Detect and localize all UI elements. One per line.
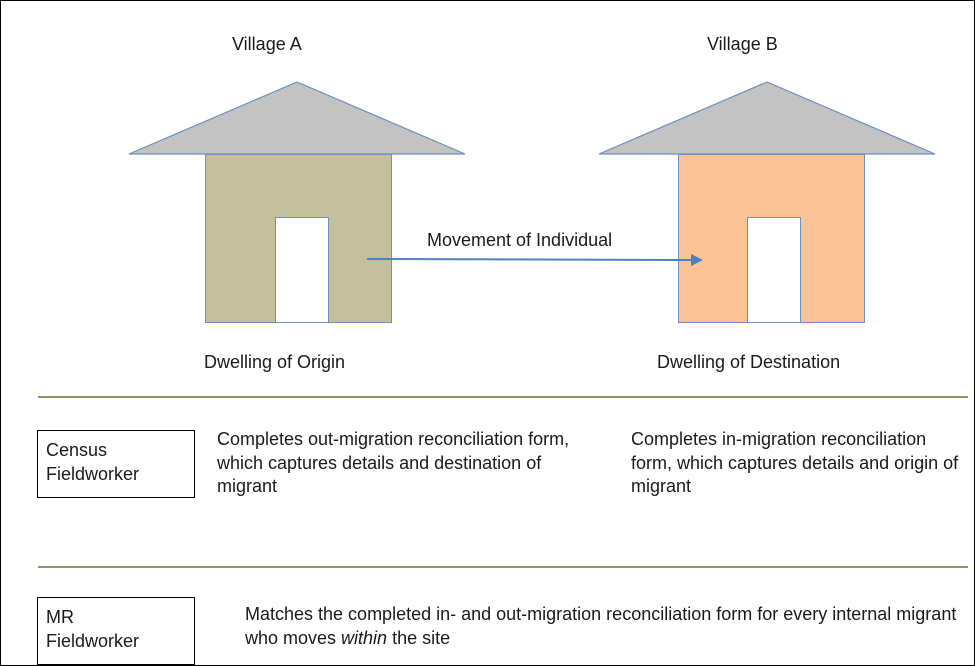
mr-description-text: Matches the completed in- and out-migrat… [245, 604, 957, 648]
origin-dwelling-label: Dwelling of Origin [204, 352, 346, 372]
origin-house-door [275, 217, 329, 323]
mr-fieldworker-box: MR Fieldworker [37, 597, 195, 665]
mr-role-line1: MR [46, 607, 74, 627]
mr-description-emphasis: within [341, 627, 388, 648]
movement-arrow [366, 254, 703, 266]
census-role-line2: Fieldworker [46, 463, 140, 484]
village-a-label: Village A [232, 34, 302, 54]
origin-house-roof [128, 81, 466, 155]
mr-description: Matches the completed in- and out-migrat… [245, 603, 960, 650]
destination-house-roof [598, 81, 936, 155]
divider-top [38, 396, 968, 398]
census-fieldworker-box: Census Fieldworker [37, 430, 195, 498]
mr-role-line2: Fieldworker [46, 630, 140, 651]
village-b-label: Village B [707, 34, 778, 54]
divider-bottom [38, 566, 968, 568]
mr-description-tail: the site [387, 627, 451, 648]
destination-dwelling-label: Dwelling of Destination [657, 352, 841, 372]
census-role-line1: Census [46, 440, 108, 460]
destination-house-door [747, 217, 801, 323]
movement-label: Movement of Individual [427, 230, 613, 250]
census-origin-description: Completes out-migration reconciliation f… [217, 429, 570, 496]
census-destination-description: Completes in-migration reconciliation fo… [631, 429, 959, 496]
